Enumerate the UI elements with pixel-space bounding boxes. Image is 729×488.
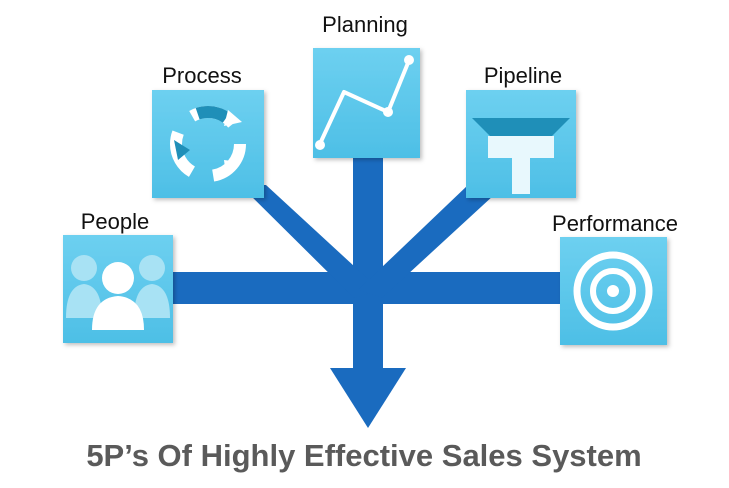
process-label: Process bbox=[162, 63, 241, 88]
down-arrowhead bbox=[330, 368, 406, 428]
pipeline-connector bbox=[358, 185, 494, 298]
pipeline-label: Pipeline bbox=[484, 63, 562, 88]
line-chart-icon bbox=[315, 55, 414, 150]
arrow-network bbox=[170, 158, 565, 428]
process-connector bbox=[240, 185, 380, 298]
performance-label: Performance bbox=[552, 211, 678, 236]
target-icon bbox=[573, 251, 653, 331]
people-icon bbox=[66, 255, 170, 330]
planning-label: Planning bbox=[322, 12, 408, 37]
people-label: People bbox=[81, 209, 150, 234]
vertical-shaft bbox=[353, 158, 383, 372]
diagram-title: 5P’s Of Highly Effective Sales System bbox=[86, 438, 641, 473]
funnel-icon bbox=[472, 118, 570, 194]
cycle-arrows-icon bbox=[170, 106, 246, 182]
